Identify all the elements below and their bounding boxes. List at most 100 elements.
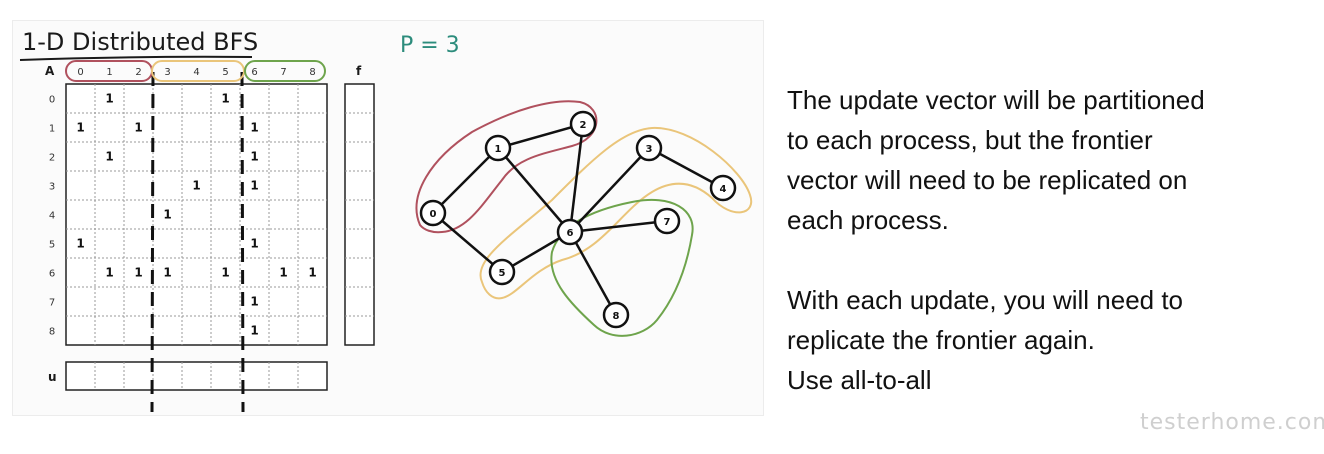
matrix-entry: 1: [76, 121, 84, 135]
row-ticks: 0 1 2 3 4 5 6 7 8: [49, 95, 55, 338]
partition-blob-p0: [415, 100, 598, 234]
matrix-entry: 1: [163, 266, 171, 280]
graph-edge: [648, 146, 724, 190]
matrix-entry: 1: [105, 150, 113, 164]
column-tick: 1: [106, 67, 112, 78]
node-label: 1: [495, 144, 502, 155]
partition-blob-p1: [479, 126, 753, 300]
row-tick: 2: [49, 153, 55, 164]
column-tick: 6: [251, 67, 257, 78]
node-label: 6: [567, 228, 574, 239]
row-tick: 6: [49, 269, 55, 280]
matrix-entry: 1: [250, 150, 258, 164]
f-label: f: [356, 64, 362, 78]
adjacency-matrix: [65, 83, 328, 346]
node-circle: [569, 110, 597, 138]
node-circle: [556, 218, 584, 246]
matrix-entry: 1: [221, 266, 229, 280]
matrix-entry: 1: [279, 266, 287, 280]
node-label: 3: [646, 144, 653, 155]
row-tick: 4: [49, 211, 55, 222]
frontier-vector: [344, 83, 375, 346]
caption-line: Use all-to-all: [787, 365, 932, 395]
node-circle: [488, 258, 516, 286]
graph-node: 8: [602, 301, 630, 329]
watermark: testerhome.com: [1140, 410, 1324, 435]
row-tick: 8: [49, 327, 55, 338]
caption-line: replicate the frontier again.: [787, 325, 1095, 355]
node-circle: [709, 174, 737, 202]
u-label: u: [48, 370, 57, 384]
node-label: 0: [430, 209, 437, 220]
graph-node: 7: [653, 207, 681, 235]
graph-nodes: 0 1 2 3 4 5 6 7 8: [419, 110, 737, 329]
row-tick: 1: [49, 124, 55, 135]
column-tick: 5: [222, 67, 228, 78]
graph-edge: [568, 123, 585, 233]
graph-node: 1: [484, 134, 512, 162]
partition-line-1: [150, 71, 155, 413]
matrix-frame: [65, 83, 328, 346]
slide-title: 1-D Distributed BFS: [22, 28, 258, 56]
node-label: 7: [664, 217, 671, 228]
row-tick: 0: [49, 95, 55, 106]
graph-node: 3: [635, 134, 663, 162]
matrix-entry: 1: [250, 295, 258, 309]
column-tick: 7: [280, 67, 286, 78]
matrix-entry: 1: [250, 324, 258, 338]
p-label: P = 3: [400, 33, 460, 58]
graph-node: 0: [419, 199, 447, 227]
update-frame: [65, 361, 328, 391]
frontier-frame: [344, 83, 375, 346]
graph-edge: [432, 212, 503, 273]
graph-node: 2: [569, 110, 597, 138]
graph-edge: [569, 219, 668, 234]
graph-node: 6: [556, 218, 584, 246]
row-tick: 3: [49, 182, 55, 193]
node-circle: [484, 134, 512, 162]
matrix-entry: 1: [134, 121, 142, 135]
node-label: 8: [613, 311, 620, 322]
matrix-entry: 1: [250, 179, 258, 193]
row-tick: 7: [49, 298, 55, 309]
matrix-entry: 1: [105, 92, 113, 106]
graph-edge: [568, 231, 618, 316]
partition-line-2: [240, 71, 245, 413]
graph-edge: [497, 122, 584, 150]
node-label: 4: [720, 184, 727, 195]
node-circle: [635, 134, 663, 162]
node-label: 5: [499, 268, 506, 279]
column-ticks: 0 1 2 3 4 5 6 7 8: [77, 67, 315, 78]
update-vector: [65, 361, 328, 391]
graph-edge: [497, 147, 571, 233]
matrix-entry: 1: [192, 179, 200, 193]
graph-edge: [569, 147, 650, 233]
row-tick: 5: [49, 240, 55, 251]
column-tick: 3: [164, 67, 170, 78]
column-tick: 0: [77, 67, 83, 78]
column-tick: 2: [135, 67, 141, 78]
matrix-entry: 1: [76, 237, 84, 251]
matrix-entry: 1: [308, 266, 316, 280]
matrix-entry: 1: [163, 208, 171, 222]
graph-edge: [432, 147, 499, 214]
column-tick: 4: [193, 67, 199, 78]
partition-blob-p2: [550, 198, 694, 337]
caption-line: each process.: [787, 205, 949, 235]
caption-line: The update vector will be partitioned: [787, 85, 1205, 115]
node-circle: [653, 207, 681, 235]
graph-node: 4: [709, 174, 737, 202]
node-circle: [419, 199, 447, 227]
title-underline: [19, 55, 253, 61]
column-tick: 8: [309, 67, 315, 78]
matrix-entry: 1: [250, 237, 258, 251]
caption-line: vector will need to be replicated on: [787, 165, 1188, 195]
caption-text: The update vector will be partitioned to…: [787, 80, 1307, 400]
matrix-entry: 1: [105, 266, 113, 280]
caption-line: With each update, you will need to: [787, 285, 1184, 315]
matrix-entry: 1: [221, 92, 229, 106]
graph-node: 5: [488, 258, 516, 286]
